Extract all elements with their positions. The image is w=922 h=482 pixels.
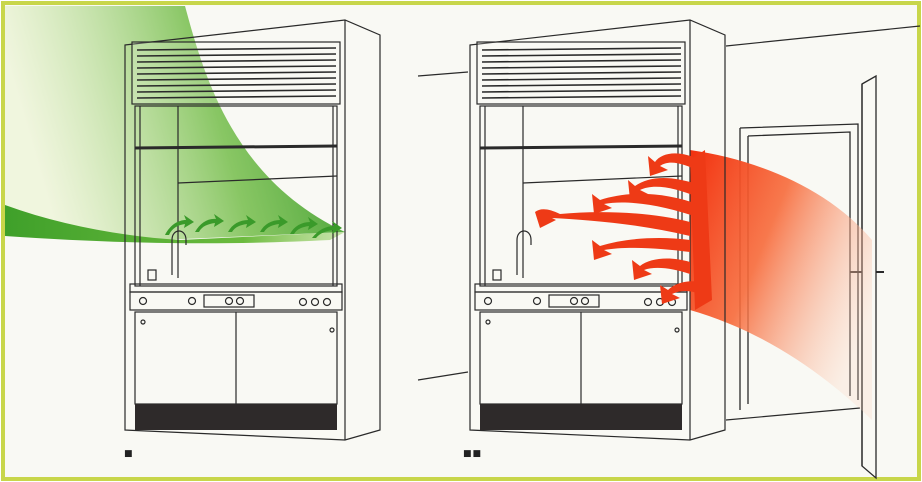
panel-2-marker: ■■ [463,449,482,459]
panel-1-marker: ■ [124,449,134,459]
